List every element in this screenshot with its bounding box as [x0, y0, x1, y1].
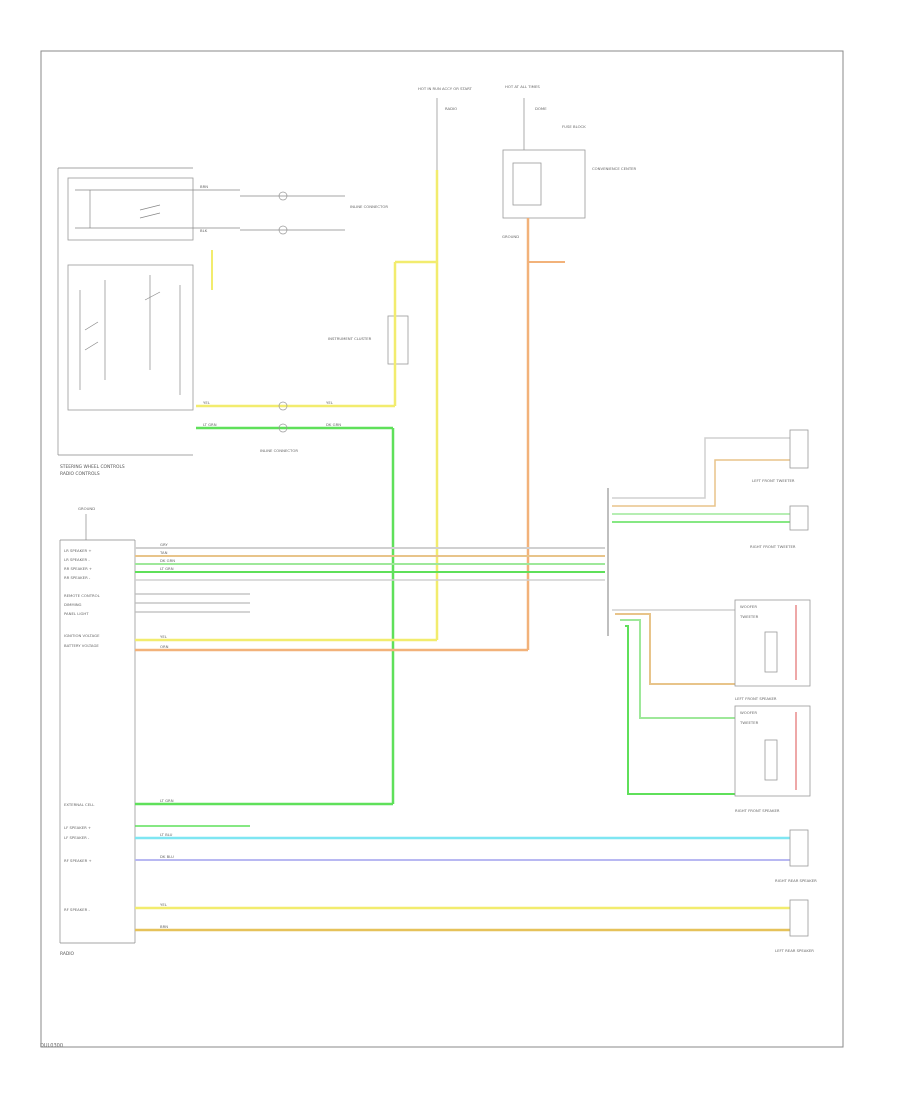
fuse-radio-title: HOT IN RUN ACCY OR START — [418, 86, 473, 91]
diagram-code: DUL0300 — [40, 1043, 64, 1049]
radio-controls-label: RADIO CONTROLS — [60, 471, 100, 477]
radio-output-labels: GRY TAN DK GRN LT GRN YEL ORN LT GRN LT … — [159, 542, 175, 929]
convenience-center-box — [502, 149, 586, 219]
pin-ign: IGNITION VOLTAGE — [64, 633, 100, 638]
instrument-cluster-label: INSTRUMENT CLUSTER — [328, 336, 372, 341]
wire-green-label-1: LT GRN — [203, 422, 217, 427]
ctrl-switch-c — [144, 291, 161, 301]
lbl-w9: DK BLU — [160, 854, 174, 859]
pin-extcell: EXTERNAL CELL — [64, 802, 95, 807]
rf-woofer-coil — [764, 739, 778, 781]
radio-output-wires — [135, 547, 790, 932]
wire-tw-gray — [612, 437, 790, 499]
lf-speaker-label: LEFT FRONT SPEAKER — [735, 696, 777, 701]
front-tweeter-wires: LEFT FRONT TWEETER RIGHT FRONT TWEETER — [612, 429, 809, 549]
pin-lr-plus: LR SPEAKER + — [64, 548, 92, 553]
lf-tweeter-label: LEFT FRONT TWEETER — [752, 478, 795, 483]
pin-remote: REMOTE CONTROL — [64, 593, 101, 598]
steering-connectors: INLINE CONNECTOR — [240, 191, 388, 235]
switch-contact-2 — [139, 212, 161, 219]
pin-panel: PANEL LIGHT — [64, 611, 89, 616]
connector-yel — [278, 401, 288, 411]
steering-controls-label: STEERING WHEEL CONTROLS — [60, 464, 125, 470]
lbl-w8: LT BLU — [160, 832, 173, 837]
switch-label-2: BLK — [200, 228, 208, 233]
lf-speaker-box — [734, 599, 811, 687]
steering-wheel-controls-group: BRN BLK STEERING WHEEL CONTROLS RADIO CO… — [57, 167, 240, 477]
ctrl-switch-b — [84, 341, 99, 351]
radio-ground-label: GROUND — [78, 506, 95, 511]
wire-fs-tan — [615, 613, 735, 685]
wire-fs-green1 — [620, 619, 735, 719]
diagram-frame — [40, 50, 844, 1048]
instrument-cluster-box — [387, 315, 409, 365]
horn-switch-box — [67, 177, 194, 241]
pin-rf-plus: RF SPEAKER + — [64, 858, 92, 863]
rf-woofer-label: WOOFER — [740, 710, 757, 715]
switch-contact-1 — [139, 204, 161, 211]
pin-dimming: DIMMING — [64, 602, 82, 607]
pin-lf-minus: LF SPEAKER - — [64, 835, 90, 840]
lbl-w6: ORN — [160, 644, 169, 649]
lr-speaker-box — [789, 899, 809, 937]
rf-speaker-box — [734, 705, 811, 797]
lbl-w7: LT GRN — [160, 798, 174, 803]
radio-unit-group: RADIO GROUND LR SPEAKER + LR SPEAKER - R… — [59, 506, 136, 957]
lbl-w1: GRY — [160, 542, 168, 547]
wire-tw-tan — [612, 459, 790, 507]
lbl-w5: YEL — [160, 634, 168, 639]
wire-green-label-2: DK GRN — [326, 422, 341, 427]
rf-tweeter-label: RIGHT FRONT TWEETER — [750, 544, 796, 549]
wire-fs-green2 — [625, 625, 735, 795]
connector-grn — [278, 423, 288, 433]
front-speaker-wires: WOOFER TWEETER WOOFER TWEETER LEFT FRONT… — [612, 599, 811, 813]
fuse-dome-name: DOME — [535, 106, 547, 111]
lbl-w2: TAN — [159, 550, 168, 555]
pin-batt: BATTERY VOLTAGE — [64, 643, 99, 648]
lbl-w3: DK GRN — [160, 558, 175, 563]
lf-tweeter-box — [789, 429, 809, 469]
rf-tweeter-sub-label: TWEETER — [739, 720, 759, 725]
rf-speaker-label: RIGHT FRONT SPEAKER — [735, 808, 780, 813]
inline-connector-label: INLINE CONNECTOR — [260, 448, 298, 453]
lbl-w4: LT GRN — [160, 566, 174, 571]
radio-controls-box — [67, 264, 194, 411]
ground-label-top: GROUND — [502, 234, 519, 239]
convenience-inner-box — [512, 162, 542, 206]
pin-rf-minus: RF SPEAKER - — [64, 907, 90, 912]
ctrl-switch-a — [84, 321, 99, 331]
rr-speaker-box — [789, 829, 809, 867]
lf-woofer-label: WOOFER — [740, 604, 757, 609]
lbl-w10: YEL — [160, 902, 168, 907]
fuse-dome-group: HOT AT ALL TIMES DOME FUSE BLOCK — [505, 84, 586, 150]
rear-speakers: RIGHT REAR SPEAKER LEFT REAR SPEAKER — [775, 829, 817, 953]
lf-woofer-coil — [764, 631, 778, 673]
rf-tweeter-box — [789, 505, 809, 531]
lf-tweeter-sub-label: TWEETER — [739, 614, 759, 619]
wire-yellow-label-1: YEL — [203, 400, 211, 405]
fuse-radio-group: HOT IN RUN ACCY OR START RADIO — [418, 86, 473, 170]
lbl-w11: BRN — [160, 924, 168, 929]
lr-speaker-label: LEFT REAR SPEAKER — [775, 948, 814, 953]
pin-rr-minus: RR SPEAKER - — [64, 575, 91, 580]
fuse-dome-title: HOT AT ALL TIMES — [505, 84, 540, 89]
switch-label-1: BRN — [200, 184, 208, 189]
radio-label: RADIO — [60, 951, 75, 957]
pin-lr-minus: LR SPEAKER - — [64, 557, 90, 562]
pin-rr-plus: RR SPEAKER + — [64, 566, 92, 571]
fuse-radio-name: RADIO — [445, 106, 457, 111]
pin-lf-plus: LF SPEAKER + — [64, 825, 91, 830]
fuse-block-label: FUSE BLOCK — [562, 124, 586, 129]
convenience-center-label: CONVENIENCE CENTER — [592, 166, 637, 171]
rr-speaker-label: RIGHT REAR SPEAKER — [775, 878, 817, 883]
inflatable-label: INLINE CONNECTOR — [350, 204, 388, 209]
wire-yellow-label-2: YEL — [326, 400, 334, 405]
